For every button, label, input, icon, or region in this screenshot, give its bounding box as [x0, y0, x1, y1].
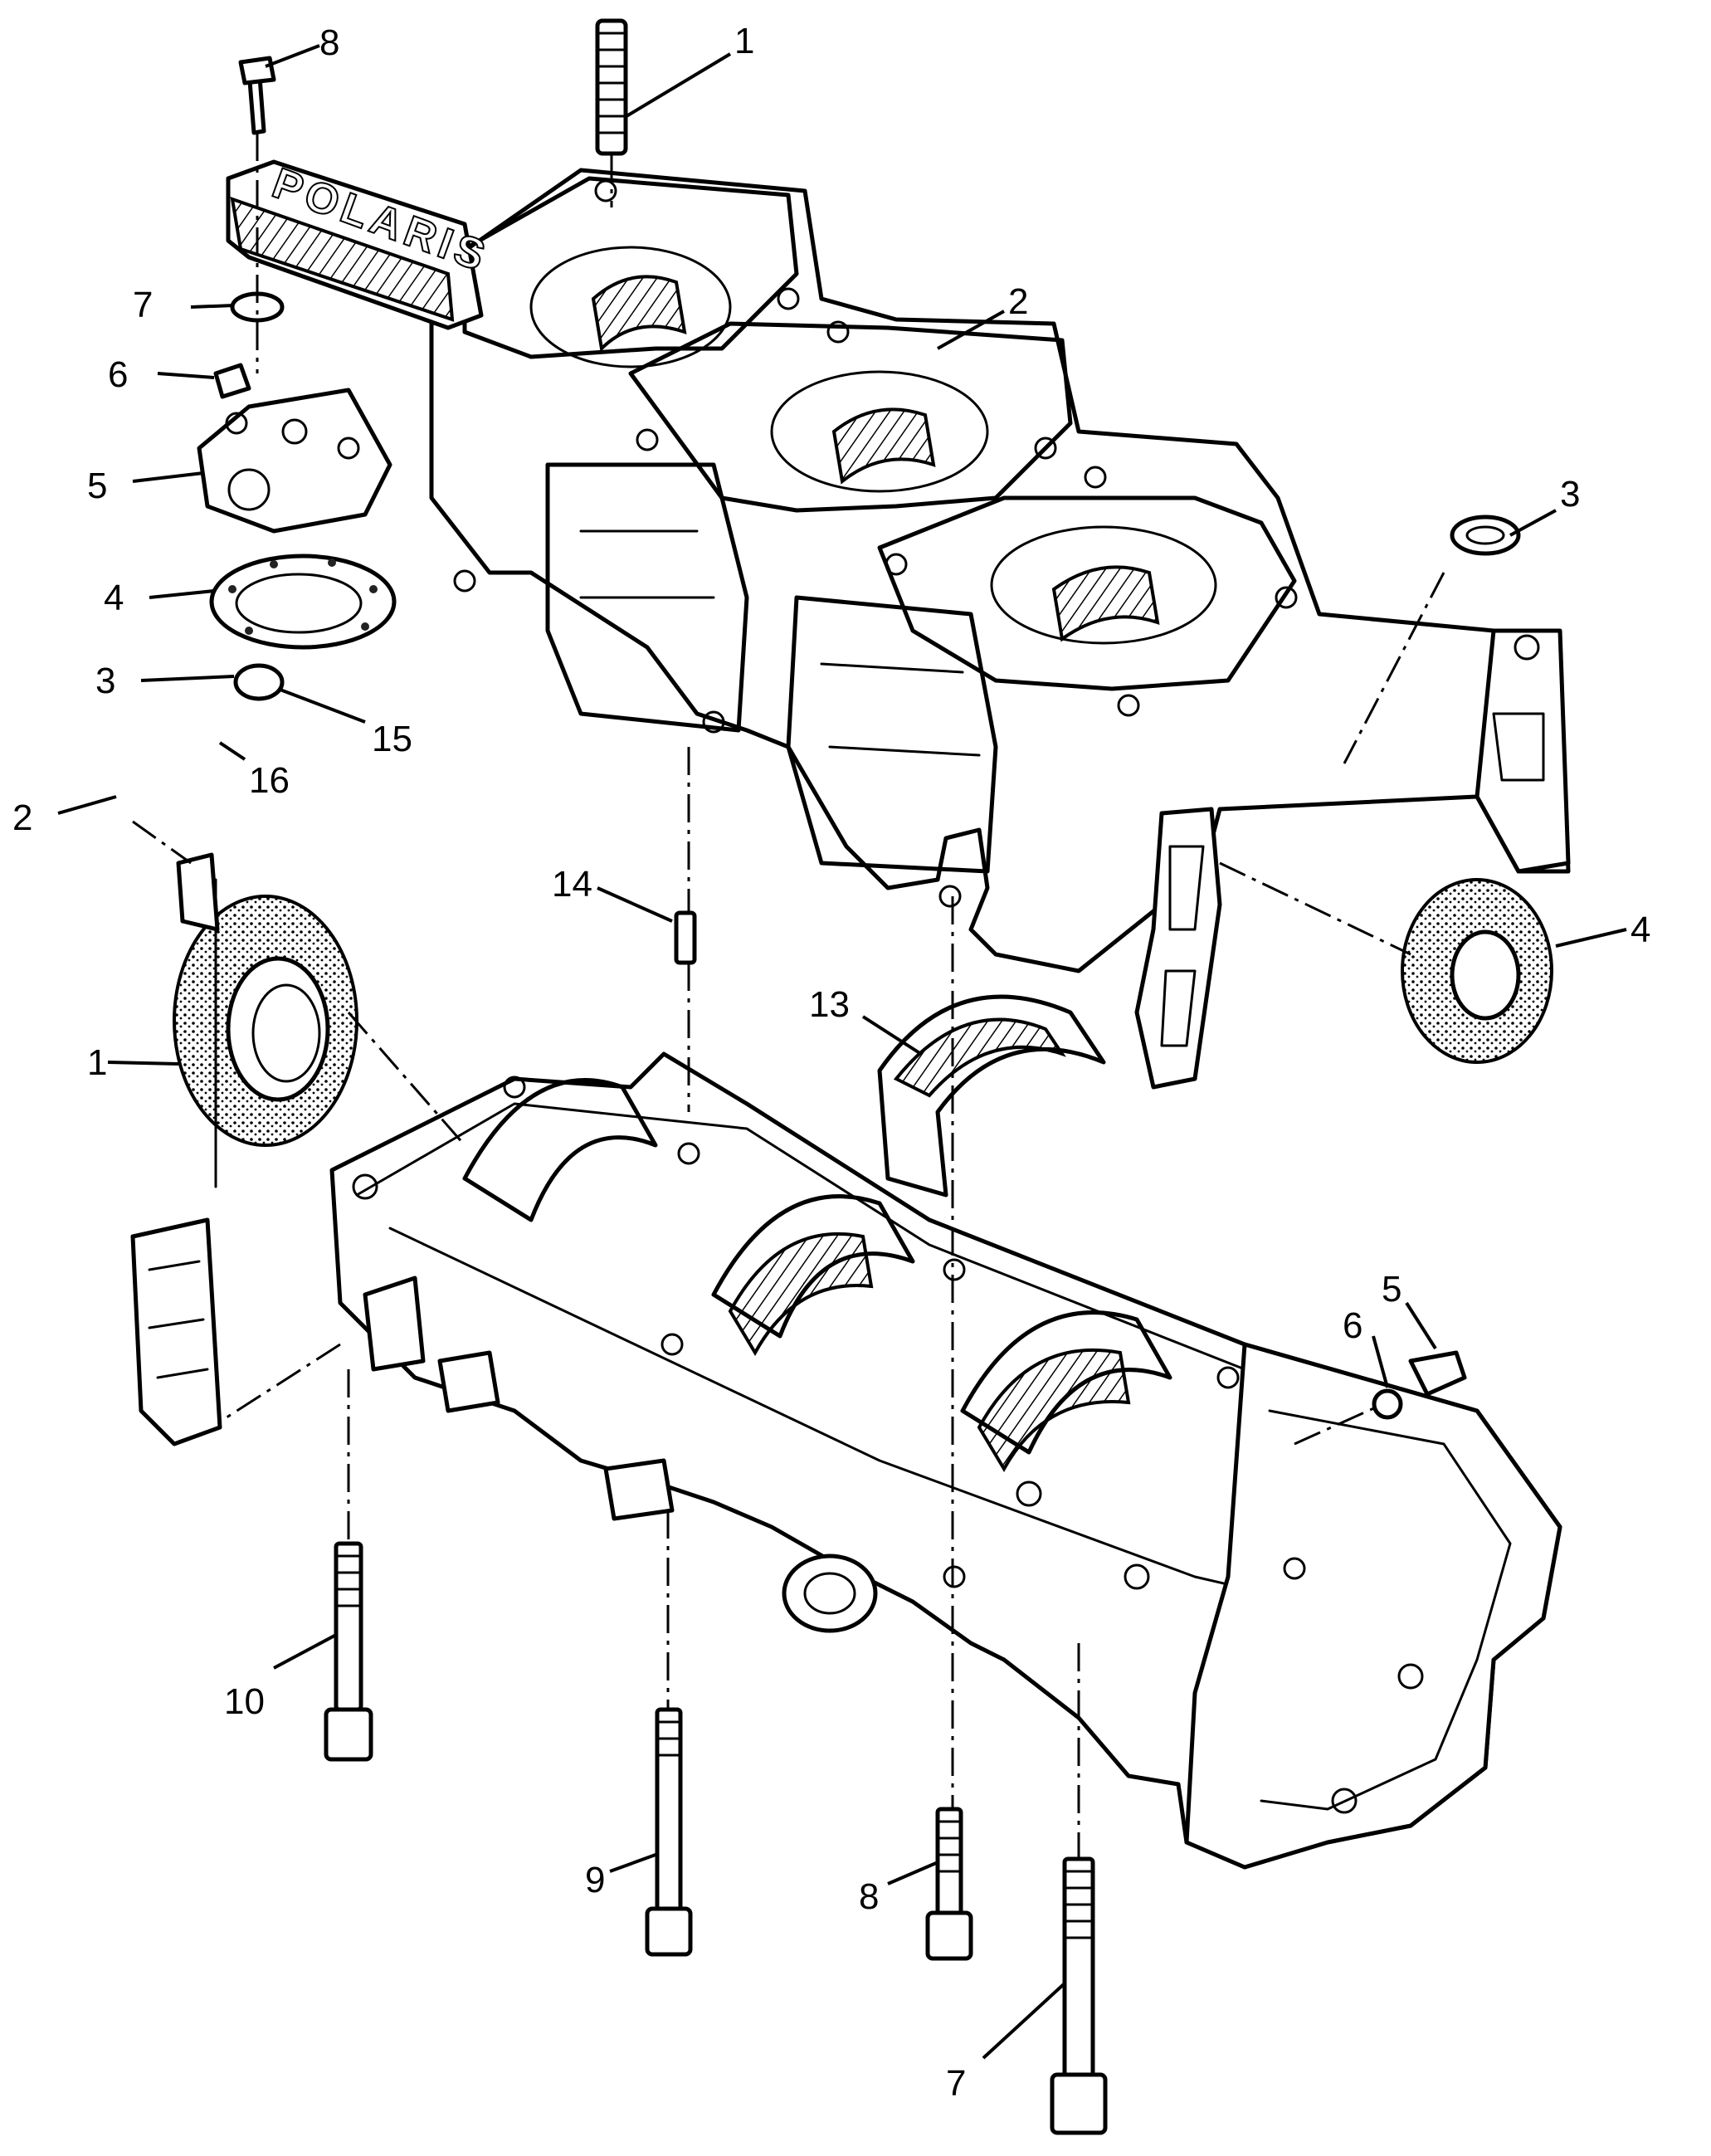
small-seal-right — [1450, 515, 1521, 556]
callout-6-right: 6 — [1343, 1305, 1362, 1346]
callout-8-top: 8 — [319, 22, 339, 63]
callout-10: 10 — [224, 1681, 265, 1722]
gasket-rivets — [228, 559, 378, 635]
callout-4-right: 4 — [1631, 910, 1650, 950]
washer-right — [1372, 1388, 1403, 1420]
dowel-pin — [674, 910, 697, 965]
callout-2-left: 2 — [12, 798, 32, 838]
callout-2-top: 2 — [1008, 281, 1028, 322]
callout-7-left: 7 — [133, 285, 153, 325]
callout-5-right: 5 — [1382, 1269, 1401, 1310]
lower-crankcase — [329, 1051, 1562, 1870]
callout-13: 13 — [809, 984, 850, 1025]
callout-15: 15 — [372, 719, 412, 759]
bolt-10 — [324, 1541, 373, 1762]
callout-16: 16 — [249, 760, 290, 801]
callout-8-bottom: 8 — [859, 1876, 879, 1917]
upper-crankcase-holes — [453, 179, 1298, 908]
exhaust-manifold: POLARIS — [226, 159, 496, 330]
callout-5-left: 5 — [87, 466, 107, 506]
head-assembly — [197, 56, 397, 701]
bolt-7 — [1050, 1856, 1108, 2135]
upper-crankcase — [429, 168, 1571, 1090]
callout-7-bottom: 7 — [946, 2063, 966, 2104]
assembly-centerlines — [132, 133, 1445, 1859]
callout-1-top: 1 — [734, 21, 754, 61]
drain-screw — [1408, 1350, 1467, 1397]
large-oil-seal — [173, 878, 358, 1188]
callout-labels: 8 1 2 3 7 6 5 4 3 15 16 2 1 14 13 4 6 5 … — [12, 21, 1650, 2104]
callout-1-left: 1 — [87, 1042, 107, 1083]
callout-9: 9 — [585, 1860, 605, 1900]
left-bracket — [130, 852, 222, 1446]
lower-crankcase-holes — [352, 1076, 1306, 1590]
callout-4-left: 4 — [104, 578, 124, 618]
callout-3-left: 3 — [95, 661, 115, 701]
cylinder-stud — [595, 18, 628, 156]
callout-3-right: 3 — [1560, 474, 1580, 515]
callout-6-left: 6 — [108, 354, 128, 395]
bolt-9 — [645, 1707, 693, 1957]
callout-14: 14 — [552, 864, 592, 905]
bolt-8 — [925, 1807, 973, 1961]
callout-leaders — [57, 44, 1627, 2060]
